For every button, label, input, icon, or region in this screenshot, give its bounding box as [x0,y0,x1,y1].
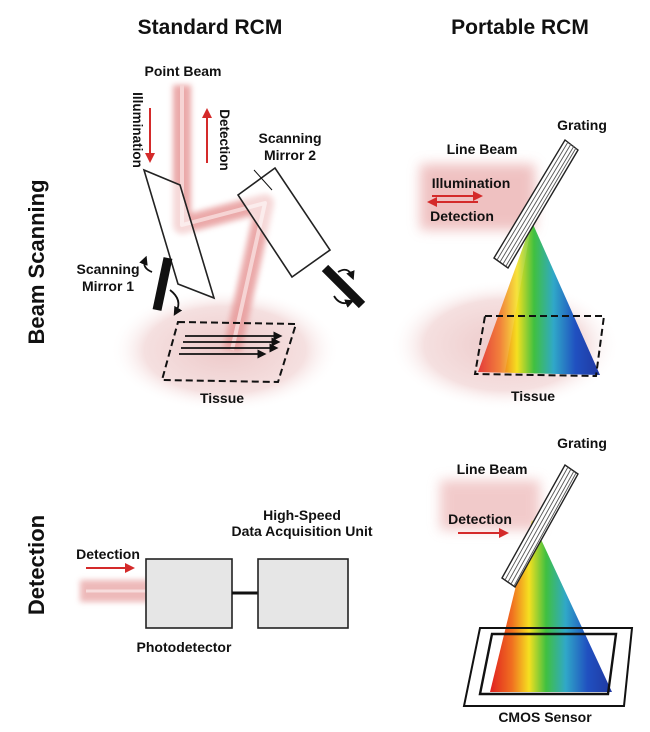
daq-label-line2: Data Acquisition Unit [231,523,372,539]
mirror-2-label-line1: Scanning [258,130,321,146]
detection-label: Detection [430,208,494,224]
scanning-mirror-2 [236,166,332,279]
point-beam-core [180,85,267,351]
grating [501,463,579,589]
scan-area [160,320,298,384]
daq-unit-box [257,558,349,629]
tissue-label: Tissue [511,388,555,404]
portable-detection-panel: Grating Line Beam Detection CMOS Sensor [440,435,634,725]
mirror-2-label-line2: Mirror 2 [264,147,316,163]
row-label-detection: Detection [24,515,49,615]
scanning-mirror-1 [142,168,216,300]
grating-label: Grating [557,117,607,133]
mirror-2-leader [253,169,273,191]
line-scan-area [473,315,606,378]
illumination-label: Illumination [432,175,511,191]
standard-scanning-panel: Point Beam Illumination Detection Scanni… [76,63,366,412]
mirror-2-rotation-arrow [337,268,355,281]
header-standard-rcm: Standard RCM [138,16,283,39]
detection-label: Detection [448,511,512,527]
illumination-label: Illumination [130,92,145,168]
tissue-label: Tissue [200,390,244,406]
standard-detection-panel: Detection High-Speed Data Acquisition Un… [76,507,373,655]
line-beam-label: Line Beam [447,141,518,157]
mirror-1-label-line2: Mirror 1 [82,278,134,294]
mirror-2-mount [321,264,366,309]
cmos-sensor-inner [478,632,618,696]
mirror-1-label-line1: Scanning [76,261,139,277]
point-beam-label: Point Beam [144,63,221,79]
detection-label: Detection [217,109,232,171]
header-portable-rcm: Portable RCM [451,16,589,39]
spectral-fan-highlight [478,222,532,372]
mirror-1-rotation-arrow-2 [139,255,153,273]
photodetector-box [145,558,233,629]
spectral-fan [478,222,600,375]
line-beam-glow [440,480,540,530]
photodetector-label: Photodetector [137,639,232,655]
row-label-beam-scanning: Beam Scanning [24,179,49,344]
grating-label: Grating [557,435,607,451]
line-beam-label: Line Beam [457,461,528,477]
detection-label: Detection [76,546,140,562]
grating [493,138,579,270]
cmos-sensor-label: CMOS Sensor [498,709,592,725]
cmos-sensor-outer [462,627,634,707]
mirror-1-mount [152,257,173,311]
portable-scanning-panel: Grating Line Beam Illumination Detection… [390,117,620,410]
mirror-1-rotation-arrow [169,289,183,316]
spectral-fan [490,520,612,692]
mirror-2-rotation-arrow-2 [333,295,355,308]
daq-label-line1: High-Speed [263,507,341,523]
